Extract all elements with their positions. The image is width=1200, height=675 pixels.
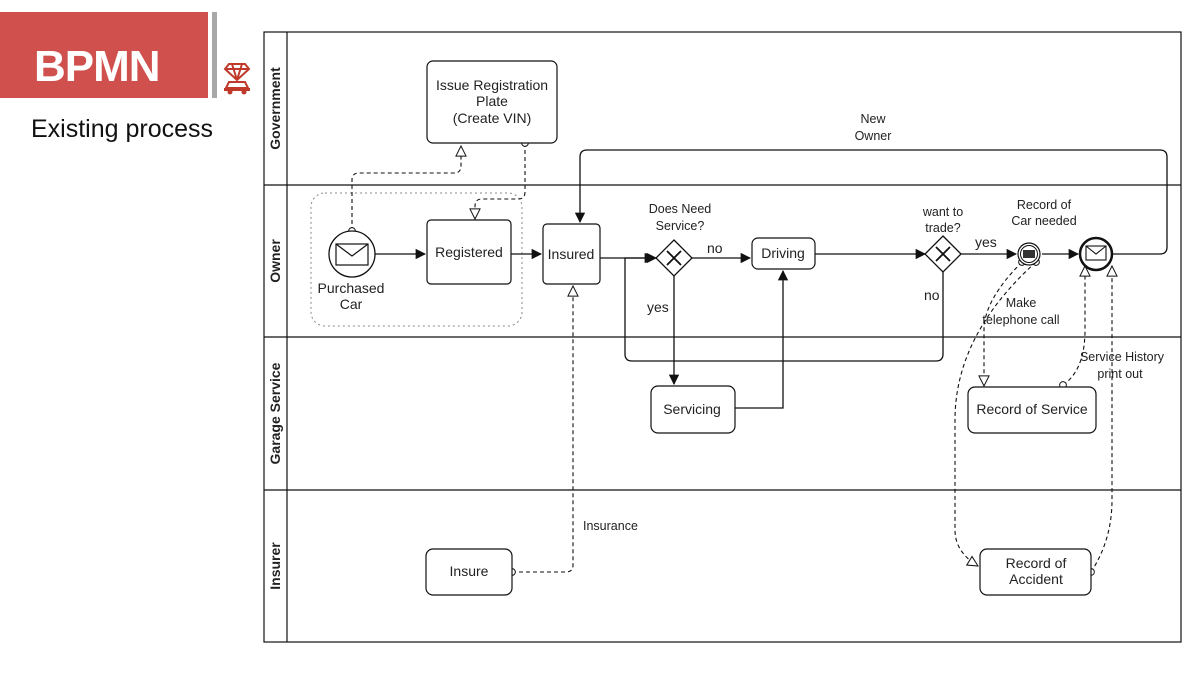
task-label: Registered	[435, 244, 503, 260]
task-label: Driving	[761, 245, 805, 261]
gateway-label-line: want to	[922, 205, 963, 219]
msg-service-history	[1063, 266, 1085, 385]
msg-insurer-to-insured	[512, 286, 573, 572]
task-label: Servicing	[663, 401, 721, 417]
start-event-purchased-car: Purchased Car	[318, 230, 385, 312]
envelope-icon	[1085, 245, 1107, 261]
lane-owner: Owner	[267, 239, 283, 283]
label-yes: yes	[975, 234, 997, 250]
task-insured: Insured	[542, 223, 601, 285]
label-record-needed-line: Record of	[1017, 198, 1072, 212]
label-make-call-line: Make	[1006, 296, 1037, 310]
event-label-line: Purchased	[318, 280, 385, 296]
end-event-message	[1078, 236, 1114, 272]
task-registered: Registered	[426, 219, 512, 285]
lane-government: Government	[267, 67, 283, 150]
gateway-label-line: Service?	[656, 219, 705, 233]
gateway-label-line: trade?	[925, 221, 960, 235]
msg-accident-to-record	[1091, 266, 1112, 572]
label-make-call-line: telephone call	[982, 313, 1059, 327]
label-new-owner-line: Owner	[855, 129, 892, 143]
msg-call-to-accident	[954, 262, 1036, 566]
envelope-icon	[335, 243, 369, 266]
intermediate-event-record-needed	[1017, 242, 1041, 266]
label-record-needed-line: Car needed	[1011, 214, 1076, 228]
label-no: no	[924, 287, 940, 303]
label-insurance: Insurance	[583, 519, 638, 533]
flow-new-owner	[574, 149, 1168, 255]
lane-insurer: Insurer	[267, 542, 283, 590]
page-title: BPMN	[34, 42, 161, 91]
task-label-line: Accident	[1009, 571, 1063, 587]
sequence-flows	[375, 149, 1168, 409]
task-insure: Insure	[425, 548, 513, 596]
event-label-line: Car	[340, 296, 363, 312]
task-label-line: Record of	[1006, 555, 1067, 571]
task-label-line: Plate	[476, 93, 508, 109]
label-service-history-line: print out	[1097, 367, 1143, 381]
gateway-want-trade: want to trade?	[922, 205, 963, 273]
gateway-label-line: Does Need	[649, 202, 712, 216]
task-label-line: Issue Registration	[436, 77, 548, 93]
title-banner: BPMN	[0, 12, 208, 98]
task-issue-registration-plate: Issue Registration Plate (Create VIN)	[426, 60, 558, 144]
task-label: Insured	[548, 246, 595, 262]
label-no: no	[707, 240, 723, 256]
flow-servicing-driving	[735, 269, 789, 409]
label-new-owner-line: New	[860, 112, 886, 126]
message-flows	[352, 143, 1112, 572]
task-driving: Driving	[751, 237, 816, 270]
flow-labels: no yes yes no New Owner Record of Car ne…	[583, 112, 1165, 533]
label-service-history-line: Service History	[1080, 350, 1165, 364]
label-yes: yes	[647, 299, 669, 315]
lane-labels: Government Owner Garage Service Insurer	[267, 67, 283, 590]
msg-purchased-to-government	[352, 146, 461, 231]
task-servicing: Servicing	[650, 385, 736, 434]
car-logo-icon	[223, 63, 251, 95]
task-label: Record of Service	[976, 401, 1087, 417]
page-subtitle: Existing process	[31, 115, 214, 143]
envelope-icon	[1023, 250, 1035, 258]
task-label: Insure	[450, 563, 489, 579]
task-record-of-service: Record of Service	[967, 386, 1097, 434]
gateway-need-service: Does Need Service?	[649, 202, 712, 277]
msg-government-to-registered	[475, 143, 525, 219]
lane-garage-service: Garage Service	[267, 362, 283, 464]
task-record-of-accident: Record of Accident	[979, 548, 1092, 596]
task-label-line: (Create VIN)	[453, 110, 532, 126]
flow-trade-no-loop	[624, 252, 944, 362]
banner-divider	[212, 12, 217, 98]
